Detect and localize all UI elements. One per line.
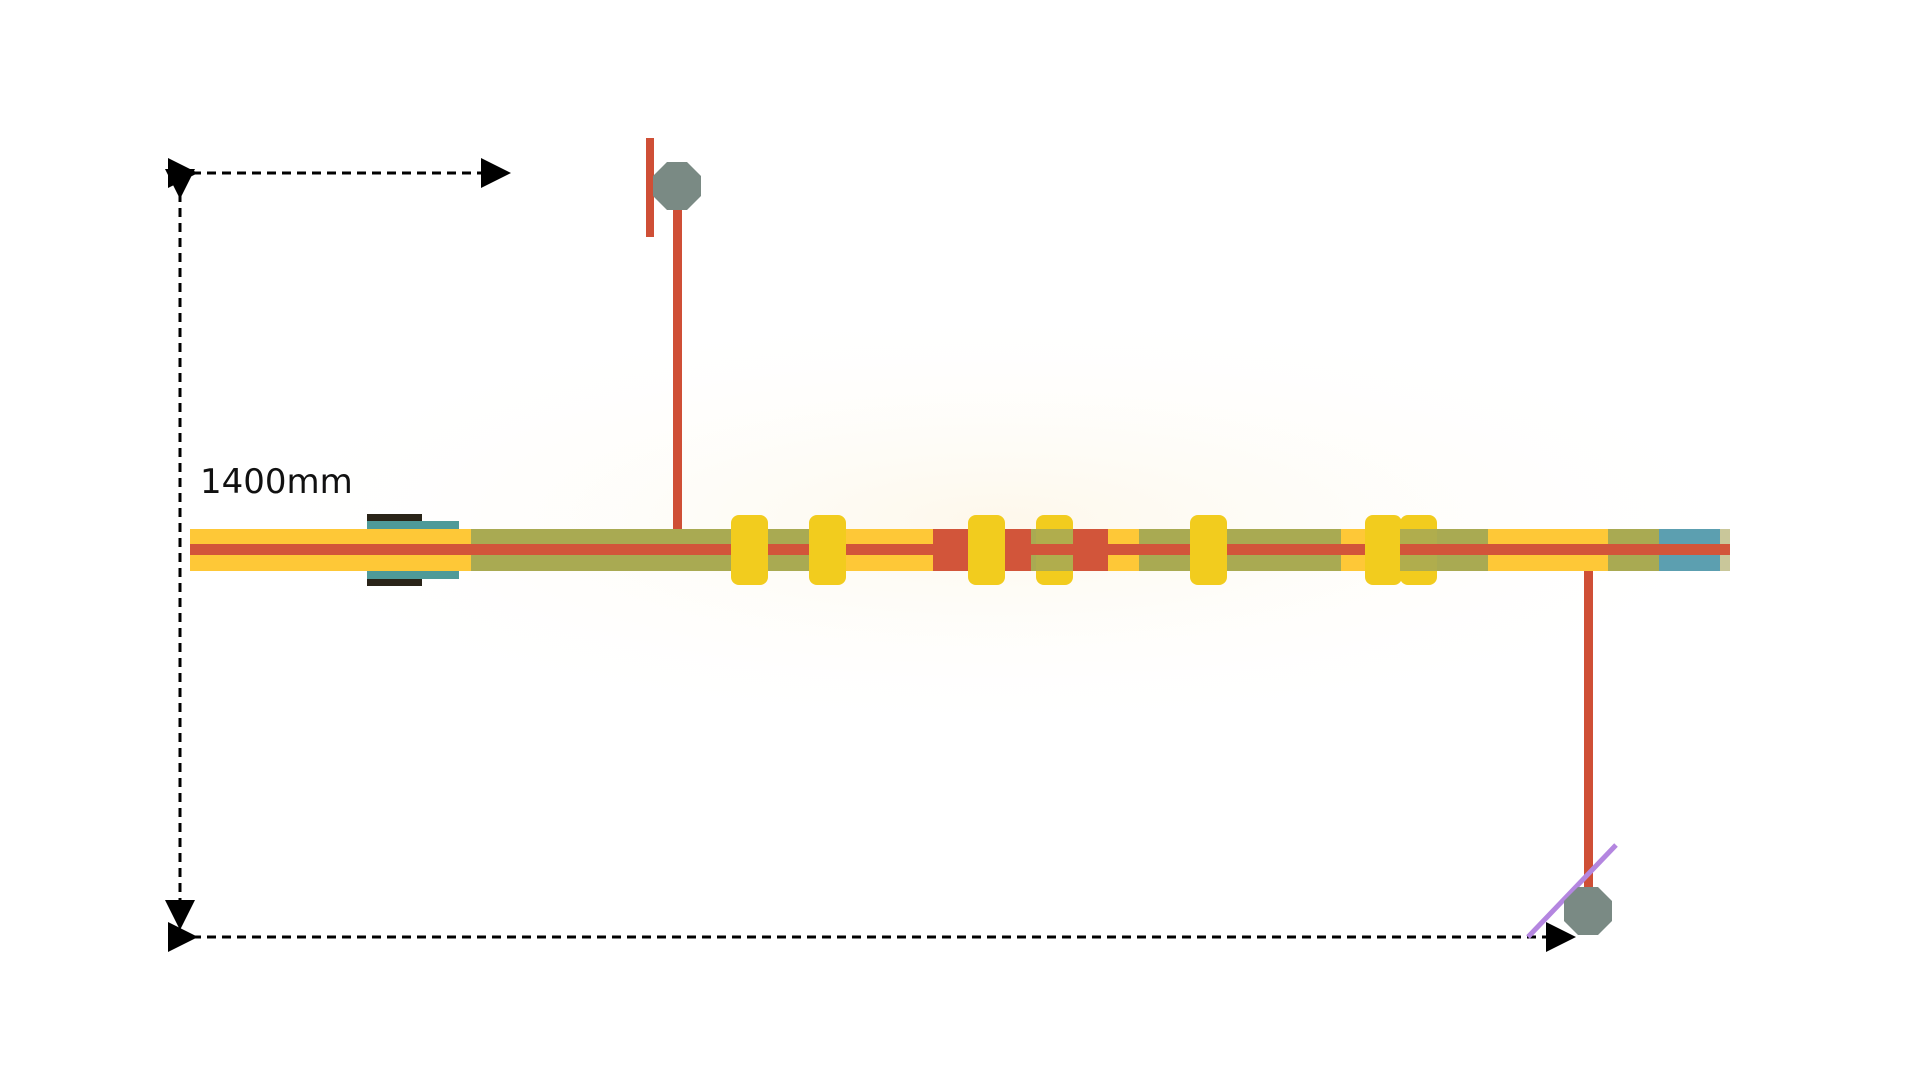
clamp [1365,515,1402,585]
dimension-label: 1400mm [200,462,353,502]
rail-center-stripe [190,544,1730,555]
rail [190,529,1730,571]
bottom-post [1526,571,1618,939]
top-post [646,138,701,530]
bottom-post-cap [1564,887,1612,935]
top-post-cap [653,162,701,210]
clamp [809,515,846,585]
clamp [968,515,1005,585]
clamp [1190,515,1227,585]
clamp [731,515,768,585]
